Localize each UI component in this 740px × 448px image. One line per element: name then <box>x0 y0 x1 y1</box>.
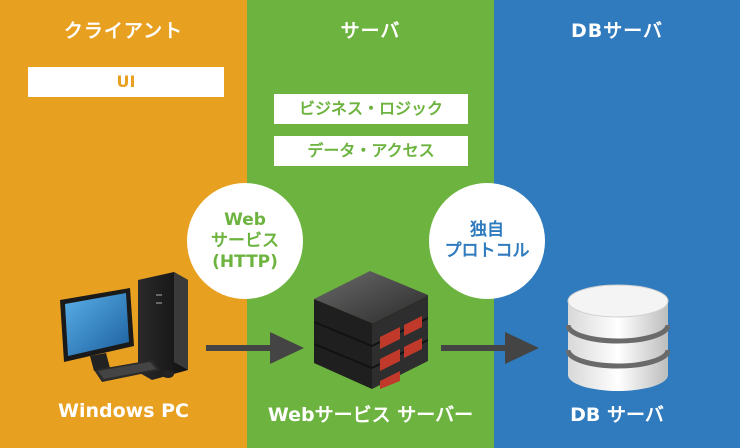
data-access-box: データ・アクセス <box>274 136 468 166</box>
server-rack-icon <box>314 271 428 389</box>
ui-layer-box: UI <box>28 67 224 97</box>
desktop-pc-icon <box>60 272 188 382</box>
db-footer: DB サーバ <box>570 404 664 426</box>
bubble-line: サービス <box>211 230 279 251</box>
db-title: DBサーバ <box>570 20 664 42</box>
bubble-line: 独自 <box>470 220 504 240</box>
client-footer: Windows PC <box>58 400 189 422</box>
web-service-bubble: Web サービス (HTTP) <box>187 183 303 299</box>
arrow-right-icon <box>206 332 304 364</box>
protocol-bubble: 独自 プロトコル <box>429 183 545 299</box>
bubble-line: プロトコル <box>444 241 530 261</box>
server-footer: Webサービス サーバー <box>267 404 474 426</box>
bubble-line: (HTTP) <box>212 251 278 272</box>
database-icon <box>566 284 670 391</box>
business-logic-box: ビジネス・ロジック <box>274 94 468 124</box>
client-title: クライアント <box>63 20 184 42</box>
server-title: サーバ <box>340 20 401 42</box>
bubble-line: Web <box>224 209 266 230</box>
arrow-right-icon <box>441 332 539 364</box>
